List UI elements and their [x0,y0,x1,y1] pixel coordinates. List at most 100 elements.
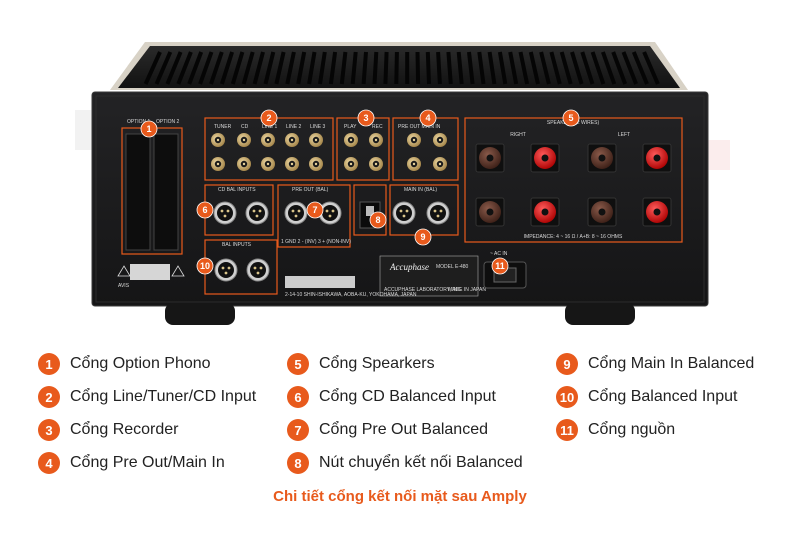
option-1-label: OPTION 1 [127,119,151,125]
rca-jack [261,133,275,147]
caption: Chi tiết cổng kết nối mặt sau Amply [273,488,527,505]
address-label: 2-14-10 SHIN-ISHIKAWA, AOBA-KU, YOKOHAMA… [285,292,417,298]
rca-jack [285,157,299,171]
speaker-terminal-positive [642,197,672,227]
rca-jack [433,133,447,147]
callout-badge: 8 [369,211,387,229]
legend-number: 10 [556,386,578,408]
left-label: LEFT [618,132,630,138]
rca-jack [285,133,299,147]
speaker-terminal-negative [587,143,617,173]
svg-text:11: 11 [495,261,505,271]
legend-item: 1 Cổng Option Phono [38,351,211,377]
svg-text:8: 8 [375,215,380,225]
legend-number: 2 [38,386,60,408]
callout-badge: 9 [414,228,432,246]
svg-text:9: 9 [420,232,425,242]
svg-text:2: 2 [266,113,271,123]
callout-badge: 7 [306,201,324,219]
maker-label: ACCUPHASE LABORATORY, INC. [384,287,462,293]
callout-badge: 1 [140,120,158,138]
xlr-connector [245,201,269,225]
svg-text:7: 7 [312,205,317,215]
rca-jack [407,157,421,171]
rca-jack [261,157,275,171]
legend-item: 7 Cổng Pre Out Balanced [287,417,488,443]
legend-number: 7 [287,419,309,441]
callout-badge: 11 [491,257,509,275]
made-in-label: MADE IN JAPAN [448,287,486,293]
xlr-connector [284,201,308,225]
rca-jack [344,157,358,171]
right-label: RIGHT [510,132,526,138]
xlr-connector [246,258,270,282]
balanced-legend: 1 GND 2 - (INV) 3 + (NON-INV) [281,239,351,245]
svg-text:5: 5 [568,113,573,123]
callout-badge: 5 [562,109,580,127]
model-label: MODEL E-480 [436,264,469,270]
xlr-connector [392,201,416,225]
legend-number: 3 [38,419,60,441]
tuner-label: TUNER [214,124,232,130]
recorder-group: PLAY REC [336,117,390,181]
legend-label: Cổng nguồn [588,421,676,438]
brand-label: Accuphase [389,262,429,272]
xlr-connector [318,201,342,225]
rca-jack [237,133,251,147]
rca-jack [369,133,383,147]
svg-text:1: 1 [146,124,151,134]
legend-item: 3 Cổng Recorder [38,417,179,443]
rca-jack [237,157,251,171]
legend-label: Nút chuyển kết nối Balanced [319,454,523,471]
top-cover [110,42,688,90]
svg-text:3: 3 [363,113,368,123]
legend-number: 1 [38,353,60,375]
line2-label: LINE 2 [286,124,302,130]
amplifier-rear-panel-photo: OPTION 1 OPTION 2 TUNER CD LINE 1 LINE 2… [75,42,730,325]
speaker-terminal-positive [642,143,672,173]
legend-number: 8 [287,452,309,474]
callout-badge: 2 [260,109,278,127]
cd-label: CD [241,124,249,130]
rec-label: REC [372,124,383,130]
bal-inputs-label: BAL INPUTS [222,242,252,248]
option-2-label: OPTION 2 [156,119,180,125]
speaker-terminal-positive [530,143,560,173]
callout-badge: 4 [419,109,437,127]
rca-jack [211,133,225,147]
rca-jack [309,133,323,147]
main-in-bal-label: MAIN IN (BAL) [404,187,437,193]
speaker-terminal-negative [475,143,505,173]
speaker-terminal-positive [530,197,560,227]
line1-label: LINE 1 [262,124,278,130]
pre-out-bal-group: PRE OUT (BAL) 1 GND 2 - (INV) 3 + (NON-I… [277,184,351,248]
rca-jack [433,157,447,171]
speaker-terminal-negative [587,197,617,227]
svg-text:6: 6 [202,205,207,215]
feet [165,303,635,325]
legend-number: 9 [556,353,578,375]
pre-main-label: PRE OUT MAIN IN [398,124,441,130]
legend-label: Cổng Balanced Input [588,388,738,405]
legend-label: Cổng Line/Tuner/CD Input [70,388,257,405]
legend-number: 6 [287,386,309,408]
play-label: PLAY [344,124,357,130]
legend-item: 2 Cổng Line/Tuner/CD Input [38,384,256,410]
legend-label: Cổng Option Phono [70,355,211,372]
legend-label: Cổng Spearkers [319,355,435,372]
svg-text:4: 4 [425,113,430,123]
callout-badge: 10 [196,257,214,275]
model-plate: Accuphase MODEL E-480 ACCUPHASE LABORATO… [117,255,486,298]
xlr-connector [213,201,237,225]
impedance-label: IMPEDANCE: 4 ~ 16 Ω / A+B: 8 ~ 16 OHMS [524,234,623,240]
option-slots: OPTION 1 OPTION 2 [121,119,183,255]
line3-label: LINE 3 [310,124,326,130]
legend-item: 10 Cổng Balanced Input [556,384,737,410]
legend-label: Cổng Recorder [70,421,179,438]
legend-label: Cổng Pre Out Balanced [319,421,488,438]
